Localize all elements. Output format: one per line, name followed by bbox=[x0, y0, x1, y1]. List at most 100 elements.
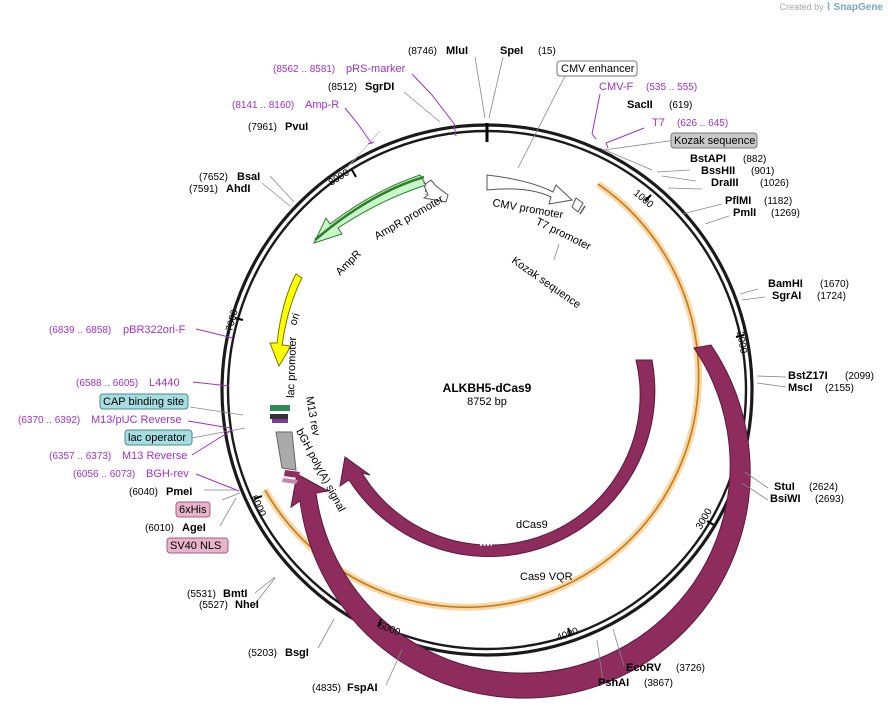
primer-labels: (8562 .. 8581) pRS-marker (8141 .. 8160)… bbox=[18, 63, 728, 480]
site-name-pshai[interactable]: PshAI bbox=[598, 677, 629, 689]
site-name-agei[interactable]: AgeI bbox=[182, 522, 206, 534]
primer-name-m13-reverse[interactable]: M13 Reverse bbox=[122, 450, 187, 462]
site-pos-pflmi: (1182) bbox=[764, 196, 792, 207]
site-pos-bstz17i: (2099) bbox=[845, 371, 874, 382]
primer-name-pbr322ori-f[interactable]: pBR322ori-F bbox=[123, 324, 186, 336]
site-name-bsshii[interactable]: BssHII bbox=[701, 165, 735, 177]
site-name-pmli[interactable]: PmlI bbox=[733, 207, 756, 219]
site-pos-bsiwi: (2693) bbox=[815, 494, 844, 505]
site-name-fspai[interactable]: FspAI bbox=[347, 682, 378, 694]
site-pos-bsgi: (5203) bbox=[248, 648, 277, 659]
primer-range-bgh-rev: (6056 .. 6073) bbox=[73, 469, 135, 480]
site-name-bstapi[interactable]: BstAPI bbox=[690, 153, 726, 165]
his-tag-box[interactable] bbox=[175, 501, 211, 518]
snapgene-logo-icon: ⌇ bbox=[826, 2, 832, 13]
t7-promoter-feature[interactable] bbox=[571, 197, 584, 213]
site-name-stui[interactable]: StuI bbox=[774, 481, 795, 493]
cas9-vqr-split-mark bbox=[491, 587, 503, 597]
cmv-enhancer-label: CMV enhancer bbox=[561, 63, 635, 75]
site-name-spei[interactable]: SpeI bbox=[500, 45, 523, 57]
site-name-bamhi[interactable]: BamHI bbox=[768, 278, 803, 290]
feature-labels: CMV promoter T7 promoter Kozak sequence … bbox=[285, 193, 593, 583]
ampr-feature[interactable] bbox=[313, 174, 427, 244]
site-name-ahdi[interactable]: AhdI bbox=[226, 183, 250, 195]
primer-range-amp-r: (8141 .. 8160) bbox=[232, 100, 294, 111]
bgh-polya-feature[interactable] bbox=[275, 431, 297, 471]
cmv-promoter-feature[interactable] bbox=[486, 174, 574, 205]
site-pos-bamhi: (1670) bbox=[820, 279, 849, 290]
site-pos-pvui: (7961) bbox=[248, 122, 277, 133]
sv40-nls-feature[interactable] bbox=[282, 478, 298, 484]
dcas9-feature[interactable] bbox=[339, 359, 656, 557]
primer-name-prs-marker[interactable]: pRS-marker bbox=[346, 63, 406, 75]
tick-label: 6000 bbox=[248, 494, 268, 519]
site-name-pvui[interactable]: PvuI bbox=[285, 121, 308, 133]
primer-range-t7: (626 .. 645) bbox=[677, 118, 728, 129]
site-name-bstz17i[interactable]: BstZ17I bbox=[788, 370, 828, 382]
site-pos-nhei: (5527) bbox=[199, 600, 228, 611]
primer-range-cmv-f: (535 .. 555) bbox=[646, 82, 697, 93]
site-pos-sacii: (619) bbox=[669, 100, 692, 111]
kozak-feature[interactable] bbox=[579, 205, 586, 215]
ampr-promoter-feature[interactable] bbox=[422, 179, 449, 203]
site-pos-pmei: (6040) bbox=[129, 487, 158, 498]
primer-name-t7[interactable]: T7 bbox=[652, 117, 665, 129]
site-name-sgrai[interactable]: SgrAI bbox=[772, 290, 801, 302]
plasmid-name: ALKBH5-dCas9 bbox=[443, 381, 532, 395]
site-pos-pmli: (1269) bbox=[771, 208, 800, 219]
site-pos-agei: (6010) bbox=[145, 523, 174, 534]
site-name-bsai[interactable]: BsaI bbox=[237, 171, 260, 183]
site-name-draiii[interactable]: DraIII bbox=[711, 177, 739, 189]
primer-name-amp-r[interactable]: Amp-R bbox=[305, 99, 339, 111]
cap-binding-site-box[interactable] bbox=[99, 393, 189, 410]
boxed-labels: CMV enhancer Kozak sequence CAP binding … bbox=[99, 60, 758, 554]
snapgene-credit: Created by ⌇ SnapGene bbox=[780, 2, 883, 13]
orange-highlight-arc bbox=[264, 183, 700, 608]
lac-operator-feature[interactable] bbox=[272, 419, 288, 423]
primer-lines bbox=[187, 73, 645, 492]
site-pos-spei: (15) bbox=[538, 46, 556, 57]
leader-lines bbox=[189, 56, 787, 686]
site-pos-pshai: (3867) bbox=[644, 678, 673, 689]
cap-binding-feature[interactable] bbox=[270, 414, 288, 419]
primer-range-m13-puc-reverse: (6370 .. 6392) bbox=[18, 415, 80, 426]
site-pos-sgrdi: (8512) bbox=[328, 82, 357, 93]
site-name-pmei[interactable]: PmeI bbox=[166, 486, 192, 498]
site-name-sgrdi[interactable]: SgrDI bbox=[365, 81, 394, 93]
site-name-pflmi[interactable]: PflMI bbox=[725, 195, 751, 207]
primer-name-cmv-f[interactable]: CMV-F bbox=[599, 81, 634, 93]
site-pos-mlui: (8746) bbox=[408, 46, 437, 57]
site-name-bsiwi[interactable]: BsiWI bbox=[770, 493, 801, 505]
primer-range-m13-reverse: (6357 .. 6373) bbox=[49, 451, 111, 462]
tick-label: 2000 bbox=[734, 331, 749, 355]
plasmid-length: 8752 bp bbox=[467, 396, 507, 408]
ampr-primer-bar bbox=[314, 175, 425, 241]
site-name-msci[interactable]: MscI bbox=[788, 382, 812, 394]
primer-name-m13-puc-reverse[interactable]: M13/pUC Reverse bbox=[91, 414, 181, 426]
cmv-enhancer-box[interactable] bbox=[556, 60, 638, 77]
site-name-bmti[interactable]: BmtI bbox=[223, 588, 247, 600]
site-name-nhei[interactable]: NheI bbox=[235, 599, 259, 611]
site-name-mlui[interactable]: MluI bbox=[446, 45, 468, 57]
lac-promoter-label: lac promoter bbox=[285, 336, 299, 398]
lac-promoter-feature[interactable] bbox=[270, 405, 290, 411]
sv40-nls-label: SV40 NLS bbox=[170, 540, 221, 552]
site-pos-bstapi: (882) bbox=[743, 154, 766, 165]
primer-name-l4440[interactable]: L4440 bbox=[149, 377, 180, 389]
site-name-bsgi[interactable]: BsgI bbox=[285, 647, 309, 659]
cas9-vqr-feature[interactable] bbox=[290, 344, 751, 699]
his-tag-feature[interactable] bbox=[284, 470, 300, 478]
sv40-nls-box[interactable] bbox=[166, 537, 229, 554]
primer-name-bgh-rev[interactable]: BGH-rev bbox=[146, 468, 189, 480]
t7-promoter-label: T7 promoter bbox=[534, 216, 593, 253]
site-name-ecorv[interactable]: EcoRV bbox=[626, 662, 662, 674]
site-name-sacii[interactable]: SacII bbox=[627, 99, 653, 111]
cas9-vqr-label: Cas9 VQR bbox=[520, 571, 573, 583]
kozak-sequence-box[interactable] bbox=[670, 132, 758, 149]
lac-operator-label: lac operator bbox=[128, 432, 186, 444]
site-pos-draiii: (1026) bbox=[760, 178, 789, 189]
ori-feature[interactable] bbox=[269, 273, 303, 368]
lac-operator-box[interactable] bbox=[124, 429, 193, 446]
